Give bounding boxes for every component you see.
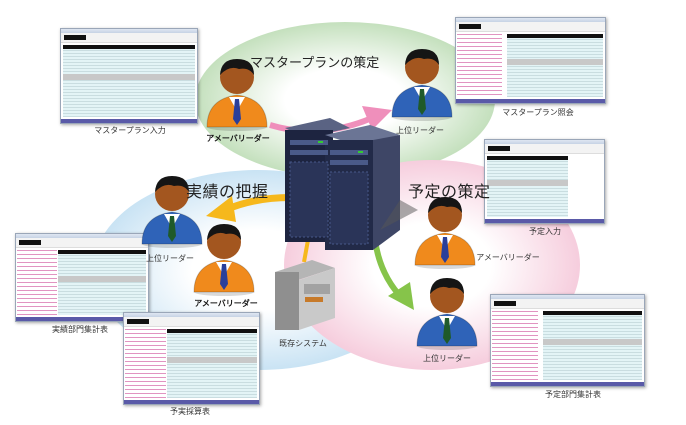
upper-leader-icon <box>140 172 204 252</box>
screen-master-plan-input <box>60 28 198 124</box>
upper-leader-icon <box>390 45 454 125</box>
amoeba-leader-icon <box>413 193 477 273</box>
yellow-arrowhead <box>206 196 236 222</box>
role-label: アメーバリーダー <box>476 253 540 262</box>
amoeba-leader-icon <box>205 55 269 135</box>
role-label: 上位リーダー <box>423 354 471 363</box>
green-arrowhead <box>388 282 414 310</box>
screen-forecast-actual-profit <box>123 312 260 405</box>
caption-master-plan-view: マスタープラン照会 <box>502 108 574 117</box>
pink-arrowhead <box>362 106 392 130</box>
caption-master-plan-input: マスタープラン入力 <box>94 126 166 135</box>
role-label: 上位リーダー <box>146 254 194 263</box>
caption-forecast-actual-profit: 予実採算表 <box>170 407 210 416</box>
caption-forecast-input: 予定入力 <box>529 227 561 236</box>
screen-master-plan-view <box>455 17 606 104</box>
server-icon <box>285 118 418 250</box>
heading-actuals: 実績の把握 <box>186 182 269 201</box>
caption-legacy-system: 既存システム <box>279 339 327 348</box>
screen-forecast-dept-summary <box>490 294 645 387</box>
screen-forecast-input <box>484 139 605 224</box>
role-label: アメーバリーダー <box>194 299 258 308</box>
upper-leader-icon <box>415 274 479 354</box>
caption-forecast-dept-summary: 予定部門集計表 <box>545 390 601 399</box>
screen-actual-dept-summary <box>15 233 149 322</box>
caption-actual-dept-summary: 実績部門集計表 <box>52 325 108 334</box>
role-label: アメーバリーダー <box>206 134 270 143</box>
heading-master-plan: マスタープランの策定 <box>250 56 380 71</box>
role-label: 上位リーダー <box>396 126 444 135</box>
legacy-server-icon <box>275 260 335 330</box>
amoeba-leader-icon <box>192 220 256 300</box>
heading-forecast: 予定の策定 <box>408 182 491 201</box>
legacy-link <box>302 239 310 263</box>
